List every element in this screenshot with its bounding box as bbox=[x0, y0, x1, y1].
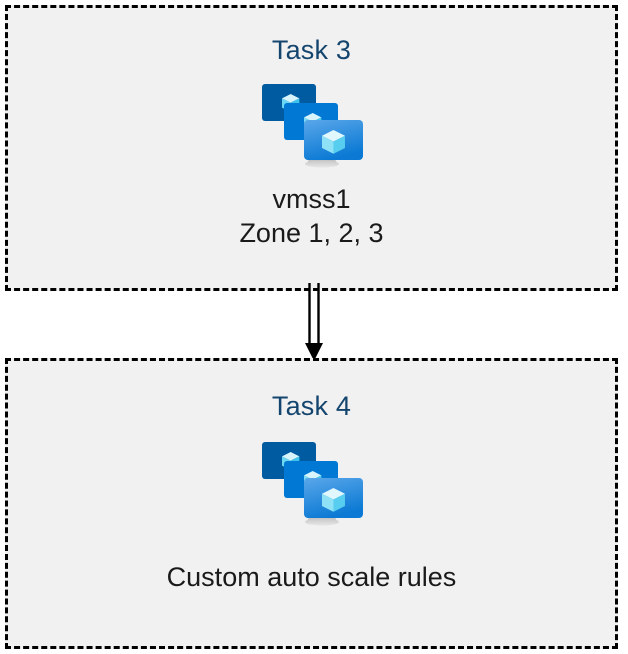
task-box-task-3[interactable]: Task 3 bbox=[5, 5, 618, 291]
vm-scale-set-icon bbox=[256, 436, 368, 528]
caption-line: vmss1 bbox=[272, 184, 351, 214]
double-line-arrow-down-icon bbox=[296, 283, 332, 363]
vm-scale-set-icon bbox=[256, 78, 368, 170]
task-caption-block: Custom auto scale rules bbox=[167, 560, 457, 594]
task-title: Task 4 bbox=[271, 391, 352, 421]
task-caption-block: vmss1 Zone 1, 2, 3 bbox=[239, 182, 383, 251]
task-title: Task 3 bbox=[271, 35, 352, 65]
caption-line: Custom auto scale rules bbox=[166, 562, 457, 592]
task-box-task-4[interactable]: Task 4 bbox=[5, 358, 618, 649]
caption-line: Zone 1, 2, 3 bbox=[239, 218, 384, 249]
